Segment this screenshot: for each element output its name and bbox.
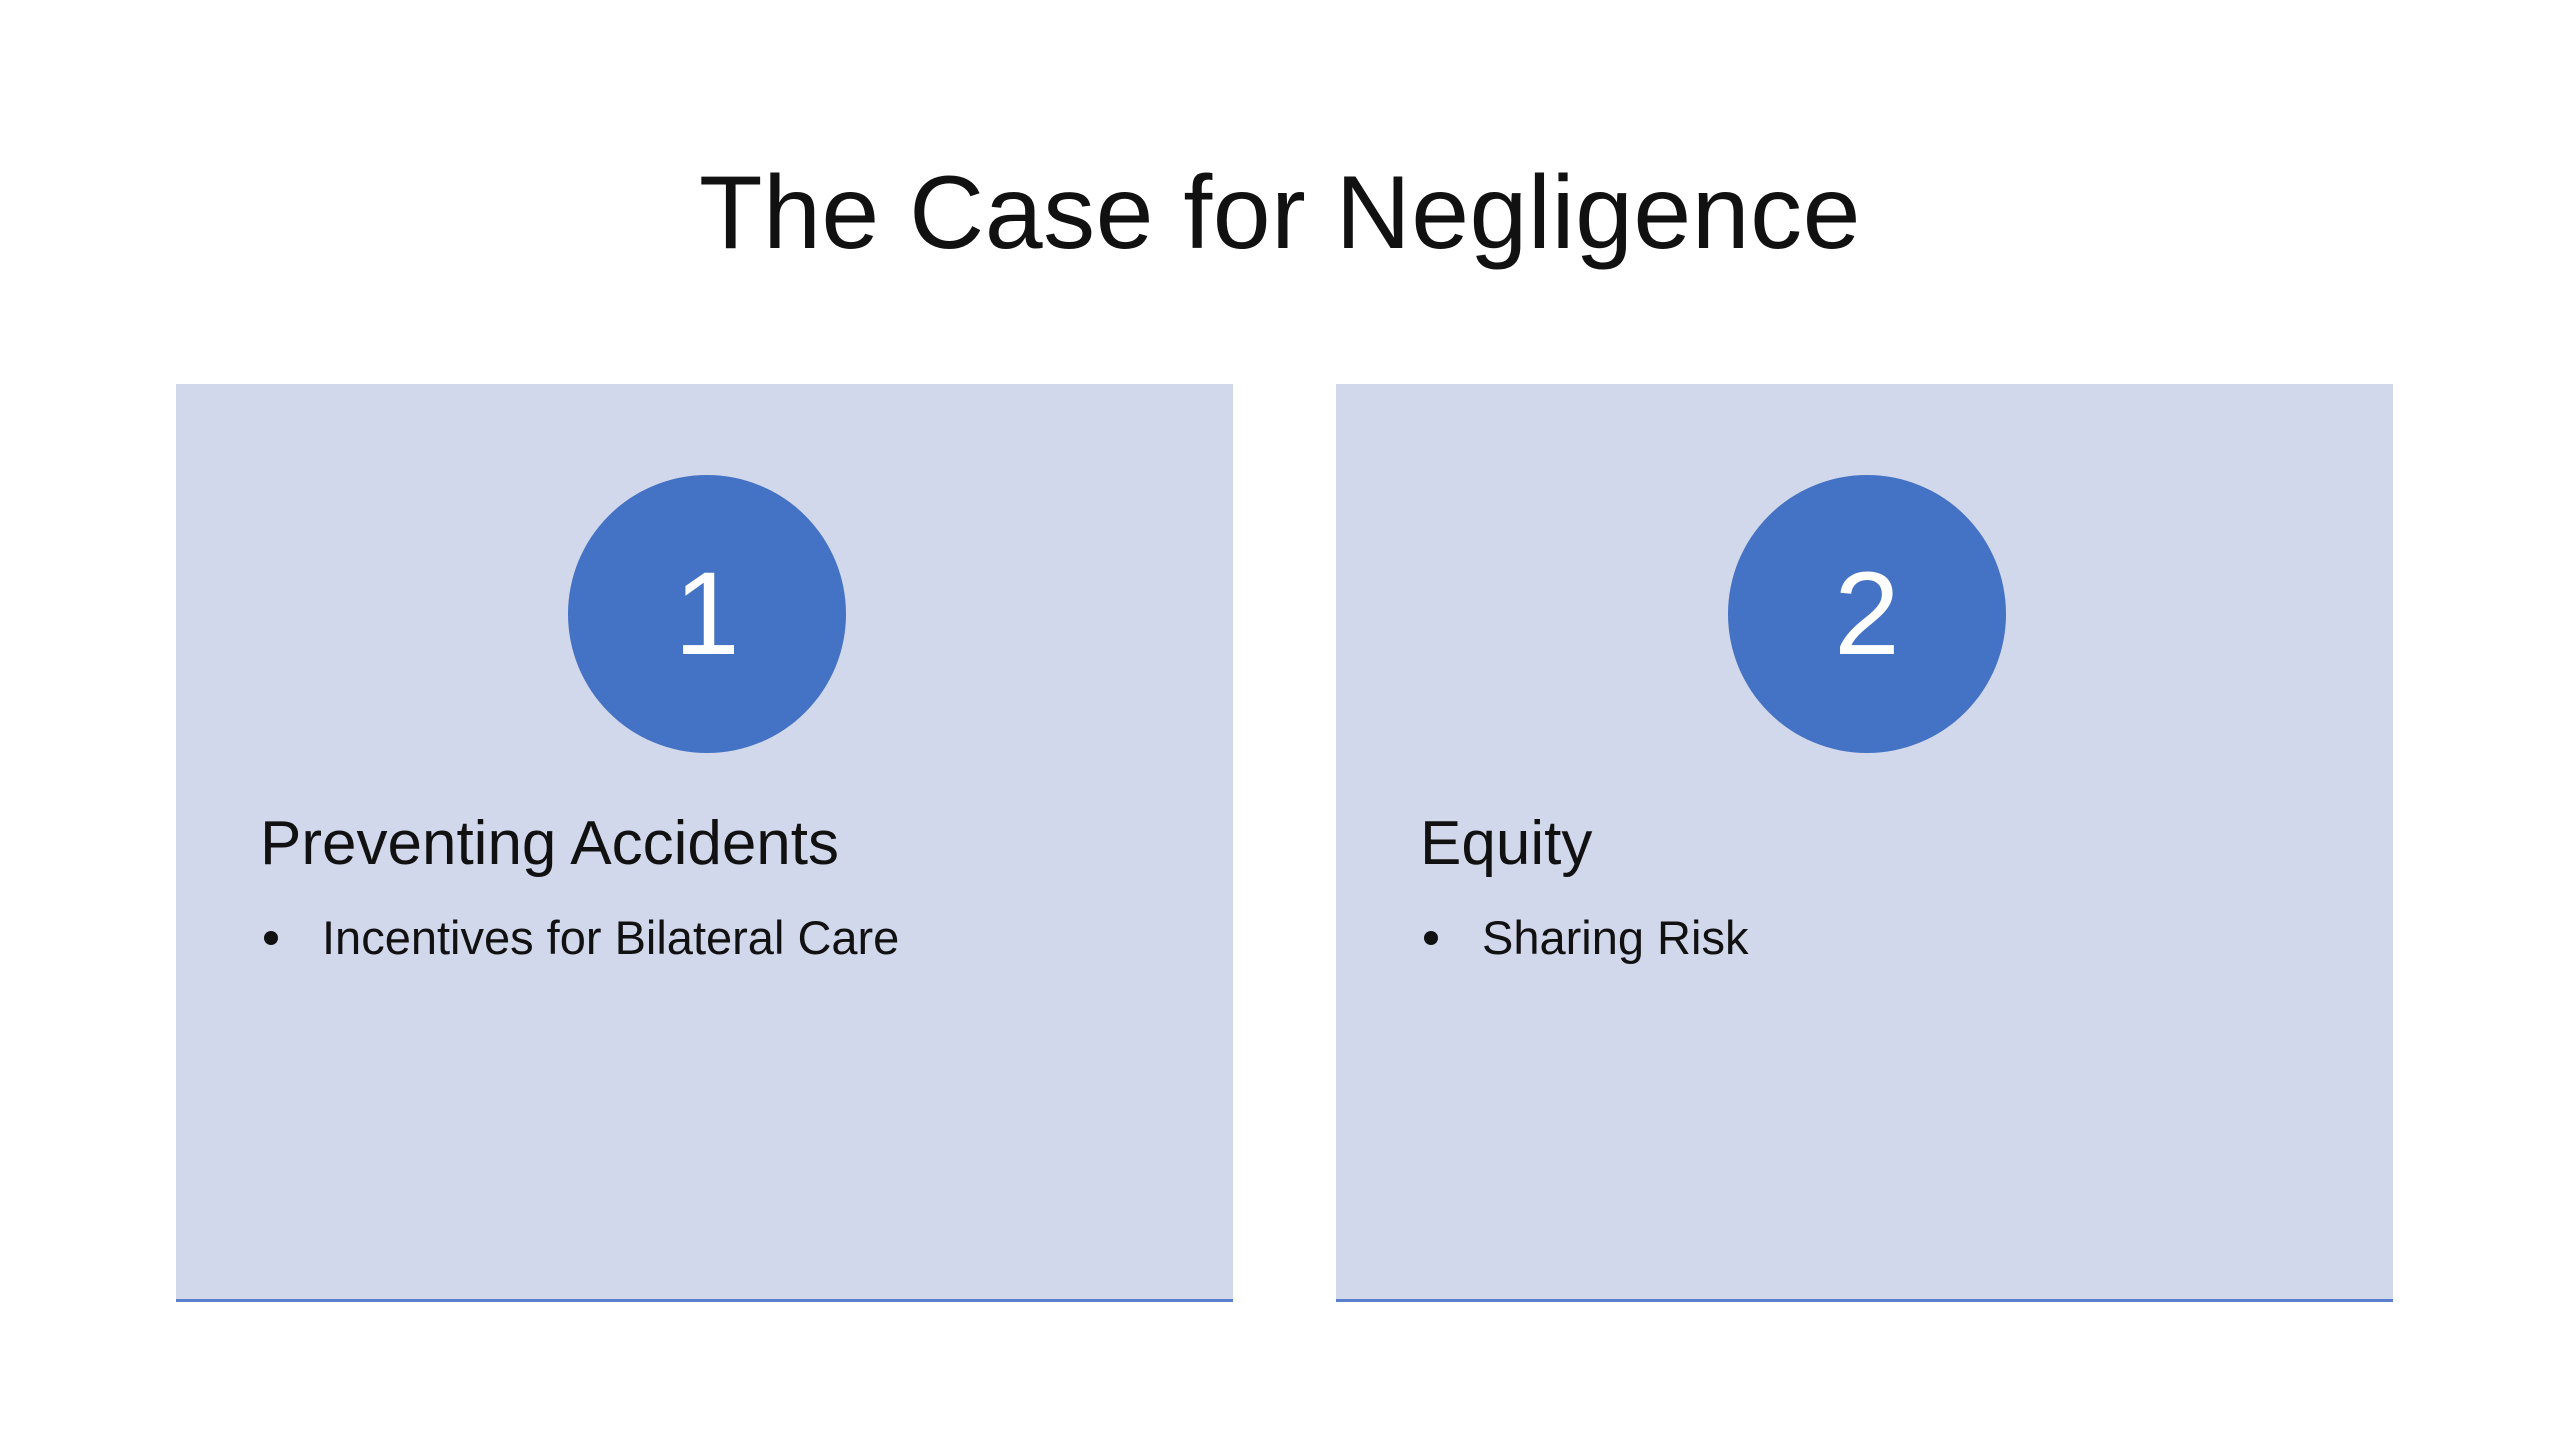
slide-title: The Case for Negligence — [699, 155, 1861, 271]
bullet-item: Sharing Risk — [1420, 906, 1748, 970]
badge-number: 1 — [674, 548, 740, 680]
badge-number: 2 — [1834, 548, 1900, 680]
card-heading: Preventing Accidents — [260, 809, 840, 878]
bullet-item: Incentives for Bilateral Care — [260, 906, 899, 970]
card-preventing-accidents: 1 Preventing Accidents Incentives for Bi… — [176, 384, 1233, 1302]
bullet-text: Incentives for Bilateral Care — [322, 911, 900, 964]
number-badge: 1 — [568, 475, 846, 753]
card-equity: 2 Equity Sharing Risk — [1336, 384, 2393, 1302]
bullet-icon — [1424, 931, 1438, 945]
bullet-list: Incentives for Bilateral Care — [260, 906, 899, 970]
card-heading: Equity — [1420, 809, 1593, 878]
bullet-list: Sharing Risk — [1420, 906, 1748, 970]
bullet-text: Sharing Risk — [1482, 911, 1749, 964]
number-badge: 2 — [1728, 475, 2006, 753]
bullet-icon — [264, 931, 278, 945]
